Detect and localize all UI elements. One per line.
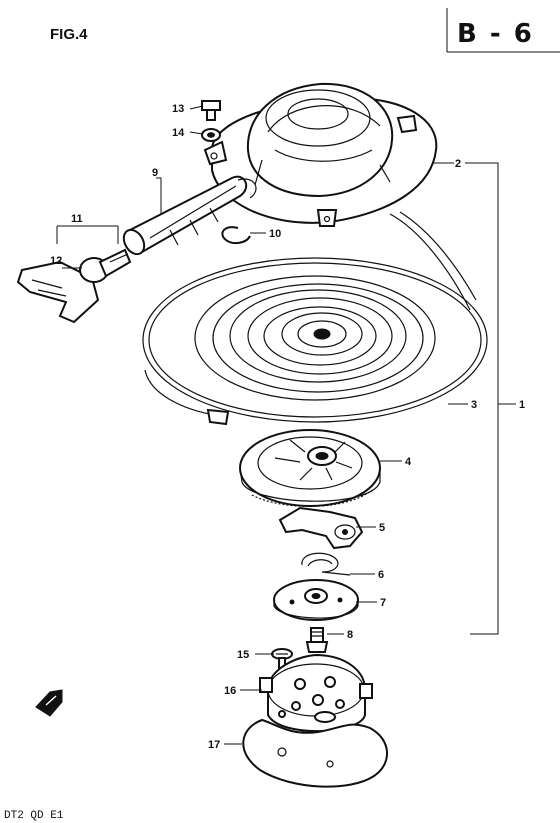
base-plate-part-17 — [242, 718, 388, 788]
callout-8: 8 — [347, 629, 353, 641]
leader-lines — [56, 105, 516, 745]
pulley-hub-part-16 — [259, 653, 373, 733]
center-bolt-part-8 — [305, 627, 329, 653]
recoil-spring-part-3 — [142, 211, 488, 426]
starter-case-part — [203, 82, 438, 227]
figure-label: FIG.4 — [50, 26, 88, 43]
screw-part-15 — [271, 648, 293, 669]
washer-part-14 — [201, 128, 221, 142]
callout-9: 9 — [152, 167, 158, 179]
model-code: DT2 QD E1 — [4, 810, 64, 822]
callout-5: 5 — [379, 522, 385, 534]
callout-11: 11 — [71, 213, 83, 225]
callout-12: 12 — [50, 255, 62, 267]
ratchet-pawl-part-5 — [278, 506, 364, 550]
callout-17: 17 — [208, 739, 220, 751]
bolt-part-13 — [201, 100, 221, 121]
callout-labels: 13 14 9 10 11 12 2 3 1 4 5 6 7 8 15 16 1… — [50, 103, 525, 751]
callout-13: 13 — [172, 103, 184, 115]
callout-15: 15 — [237, 649, 249, 661]
callout-2: 2 — [455, 158, 461, 170]
callout-16: 16 — [224, 685, 236, 697]
section-box: B - 6 — [446, 8, 560, 53]
starter-handle-part-12 — [16, 248, 132, 324]
reel-part-4 — [239, 429, 381, 507]
callout-14: 14 — [172, 127, 185, 139]
friction-plate-part-7 — [273, 579, 359, 621]
callout-10: 10 — [269, 228, 281, 240]
callout-6: 6 — [378, 569, 384, 581]
rope-guide-part-9 — [122, 175, 257, 256]
callout-4: 4 — [405, 456, 412, 468]
callout-1: 1 — [519, 399, 525, 411]
callout-3: 3 — [471, 399, 477, 411]
spring-clip-part-6 — [301, 552, 351, 576]
callout-7: 7 — [380, 597, 386, 609]
front-direction-arrow-icon — [35, 689, 63, 717]
section-code: B - 6 — [457, 19, 534, 49]
clip-part-10 — [221, 226, 251, 245]
